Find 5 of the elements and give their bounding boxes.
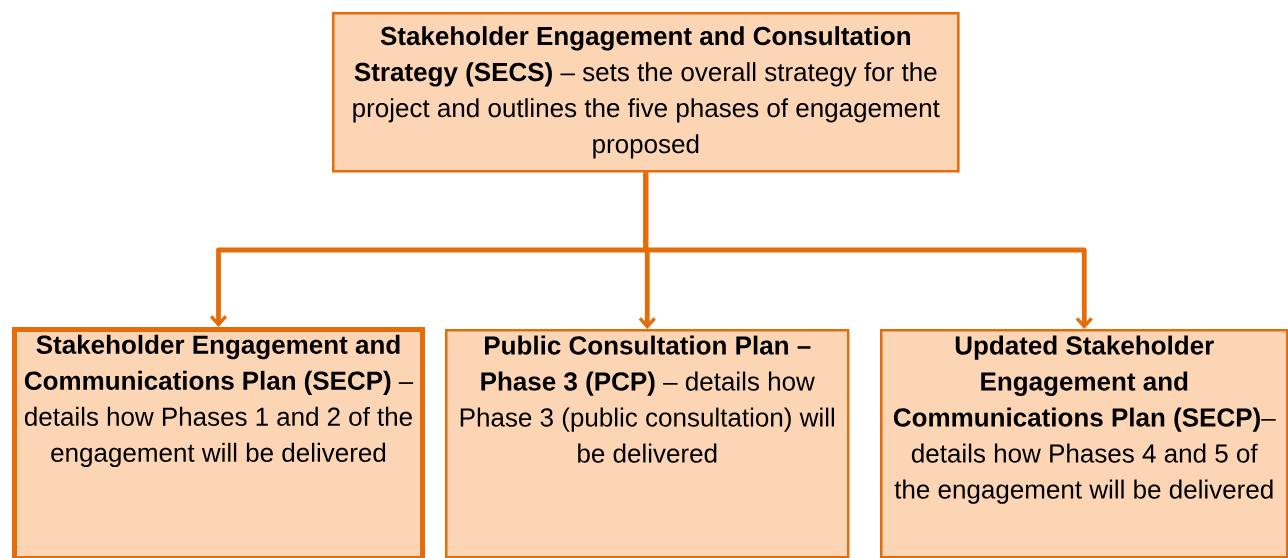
text-box: Updated Stakeholder Engagement and Communications Plan (SECP)– details how Phases 4 and 5 of the engagement will be delivered [880,329,1288,558]
text-box: Stakeholder Engagement and Communications Plan (SECP) – details how Phases 1 and 2 of the engagement will be delivered [12,327,425,558]
text-box: Public Consultation Plan – Phase 3 (PCP) – details how Phase 3 (public consultation) will be delivered [445,329,850,558]
text-box: Stakeholder Engagement and Consultation Strategy (SECS) – sets the overall strategy for the project and outlines the five phases of engagement proposed [332,12,960,173]
arrow [643,172,1093,329]
